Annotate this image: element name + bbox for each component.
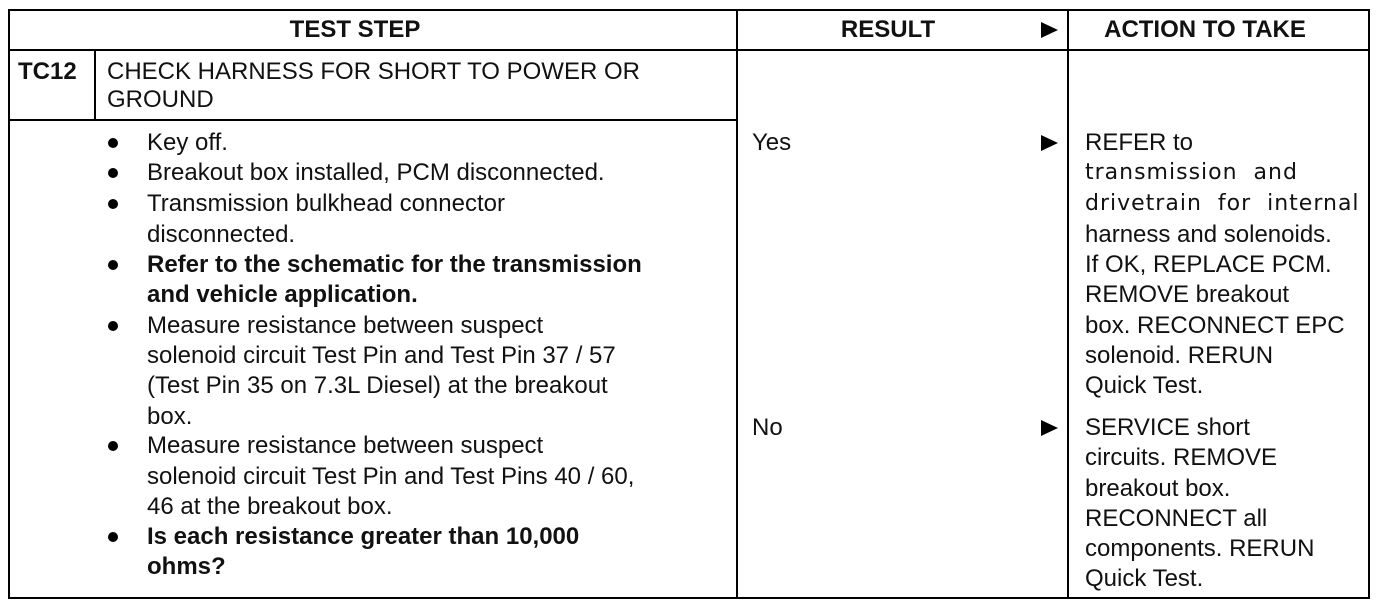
header-bottom-border (8, 49, 1370, 51)
bullet-line: disconnected. (147, 221, 296, 248)
header-result: RESULT (840, 16, 936, 43)
bullet-line: (Test Pin 35 on 7.3L Diesel) at the brea… (147, 372, 608, 399)
bullet-line: solenoid circuit Test Pin and Test Pins … (147, 463, 635, 490)
action-line: box. RECONNECT EPC (1085, 312, 1345, 339)
bullet-line: Transmission bulkhead connector (147, 190, 505, 217)
bullet-line: box. (147, 403, 193, 430)
header-action-to-take: ACTION TO TAKE (1104, 16, 1306, 43)
step-id-divider (94, 50, 96, 120)
table-right-border (1368, 9, 1370, 599)
bullet-icon (108, 260, 118, 270)
action-line: components. RERUN (1085, 535, 1315, 562)
action-line: Quick Test. (1085, 372, 1204, 399)
bullet-line: solenoid circuit Test Pin and Test Pin 3… (147, 342, 616, 369)
result-no: No (752, 414, 783, 441)
action-line: REMOVE breakout (1085, 281, 1290, 308)
bullet-line: Key off. (147, 129, 228, 156)
bullet-line: Breakout box installed, PCM disconnected… (147, 159, 605, 186)
bullet-icon (108, 168, 118, 178)
action-line: circuits. REMOVE (1085, 444, 1278, 471)
bullet-line: Refer to the schematic for the transmiss… (147, 251, 642, 278)
action-line: solenoid. RERUN (1085, 342, 1274, 369)
step-title-bottom-border (8, 119, 738, 121)
action-line: harness and solenoids. (1085, 221, 1332, 248)
bullet-line: Is each resistance greater than 10,000 (147, 523, 580, 550)
bullet-icon (108, 441, 118, 451)
action-line: transmission and (1085, 160, 1298, 185)
bullet-line: Measure resistance between suspect (147, 312, 544, 339)
right-pointer-icon (1041, 22, 1058, 38)
bullet-line: ohms? (147, 553, 226, 580)
bullet-line: and vehicle application. (147, 281, 418, 308)
header-test-step: TEST STEP (289, 16, 421, 43)
bullet-icon (108, 532, 118, 542)
bullet-icon (108, 199, 118, 209)
table-bottom-border (8, 597, 1370, 599)
table-top-border (8, 9, 1370, 11)
bullet-icon (108, 321, 118, 331)
bullet-line: 46 at the breakout box. (147, 493, 393, 520)
action-line: RECONNECT all (1085, 505, 1268, 532)
step-id: TC12 (18, 58, 77, 85)
right-pointer-icon (1041, 135, 1058, 151)
action-line: breakout box. (1085, 475, 1231, 502)
step-title-line: GROUND (107, 86, 214, 113)
column-divider-result (736, 9, 738, 599)
action-line: Quick Test. (1085, 565, 1204, 592)
action-line: drivetrain for internal (1085, 191, 1360, 216)
action-line: REFER to (1085, 129, 1194, 156)
column-divider-action (1067, 9, 1069, 599)
action-line: SERVICE short (1085, 414, 1250, 441)
bullet-icon (108, 138, 118, 148)
table-left-border (8, 9, 10, 599)
action-line: If OK, REPLACE PCM. (1085, 251, 1332, 278)
bullet-line: Measure resistance between suspect (147, 432, 544, 459)
right-pointer-icon (1041, 420, 1058, 436)
result-yes: Yes (752, 129, 792, 156)
step-title-line: CHECK HARNESS FOR SHORT TO POWER OR (107, 58, 640, 85)
